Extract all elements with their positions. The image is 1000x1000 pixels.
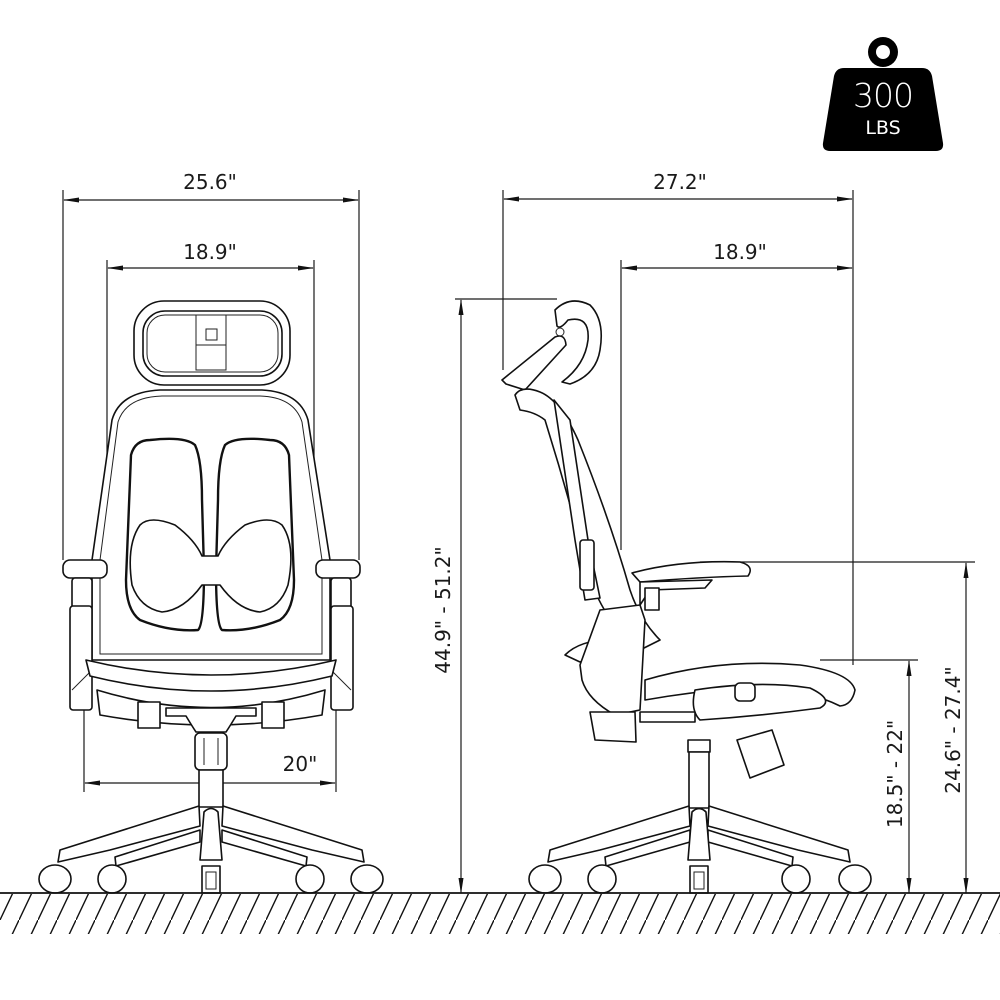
front-overall-width-label: 25.6" <box>183 170 237 194</box>
weight-value-label: 300 <box>853 76 914 115</box>
star-base-side <box>547 805 851 894</box>
weight-icon <box>822 37 944 151</box>
weight-capacity-badge <box>822 37 944 151</box>
side-overall-depth-label: 27.2" <box>653 170 707 194</box>
side-seat-depth-dimension <box>620 260 853 550</box>
side-seat-height-dimension <box>820 659 918 894</box>
front-base-width-label: 20" <box>282 752 318 776</box>
side-armrest-height-dimension <box>700 561 975 894</box>
side-seat-depth-label: 18.9" <box>713 240 767 264</box>
backrest-front <box>91 389 331 661</box>
armrest-right-front <box>315 559 361 711</box>
star-base-front <box>57 805 365 894</box>
weight-unit-label: LBS <box>865 117 901 139</box>
seat-front <box>85 659 337 733</box>
front-overall-width-dimension <box>62 190 360 560</box>
side-overall-depth-dimension <box>502 190 854 665</box>
backrest-side <box>514 388 661 651</box>
gas-lift-side <box>687 729 785 809</box>
chair-side-view <box>501 300 872 894</box>
front-backrest-width-label: 18.9" <box>183 240 237 264</box>
chair-front-view <box>38 300 384 894</box>
seat-support-side <box>564 604 646 743</box>
side-armrest-height-label: 24.6" - 27.4" <box>941 666 965 794</box>
seat-side <box>639 662 856 723</box>
side-overall-height-dimension <box>455 298 557 894</box>
headrest-side <box>501 300 603 391</box>
headrest-front <box>133 300 291 386</box>
caster-wheels-front <box>38 864 384 894</box>
armrest-side <box>631 560 751 611</box>
side-overall-height-label: 44.9" - 51.2" <box>431 546 455 674</box>
gas-lift-front <box>194 732 228 808</box>
armrest-left-front <box>62 559 108 711</box>
side-seat-height-label: 18.5" - 22" <box>883 719 907 829</box>
hatched-floor <box>0 892 1000 934</box>
